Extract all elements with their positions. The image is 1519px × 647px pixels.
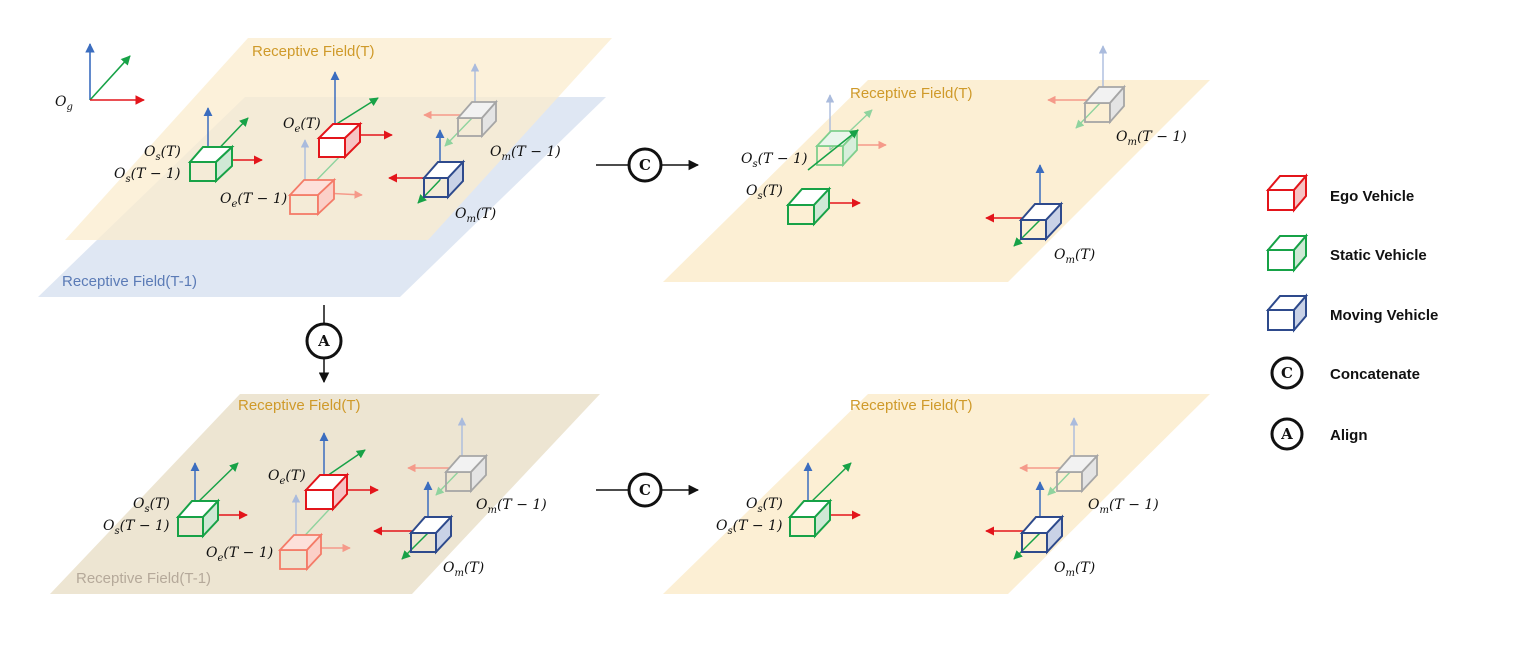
concatenate-operator-top: C xyxy=(596,147,700,183)
moving-vehicle-prev-4: Om(T − 1) xyxy=(1019,417,1159,516)
moving-t1-label-2: Om(T − 1) xyxy=(1116,129,1187,148)
panel-concat-before-align: Receptive Field(T) Os(T − 1) Os(T) xyxy=(663,45,1210,282)
ego-vehicle-3: Oe(T) xyxy=(268,432,379,512)
legend-concatenate-letter: C xyxy=(1281,364,1293,382)
moving-vehicle-3: Om(T) xyxy=(373,481,484,579)
blue-cube-icon xyxy=(1265,293,1309,333)
legend-label-align: Align xyxy=(1330,427,1368,444)
moving-vehicle-prev: Om(T − 1) xyxy=(423,63,561,163)
static-vehicle-2: Os(T) xyxy=(746,129,861,227)
moving-t-label-2: Om(T) xyxy=(1054,247,1095,266)
ego-t-label-3: Oe(T) xyxy=(268,468,306,487)
static-vehicle-4: Os(T) Os(T − 1) xyxy=(716,462,861,539)
green-cube-icon xyxy=(1265,233,1309,273)
receptive-field-t1-label-3: Receptive Field(T-1) xyxy=(76,570,211,587)
legend-align-letter: A xyxy=(1280,425,1293,443)
legend-label-concatenate: Concatenate xyxy=(1330,366,1420,383)
static-t-label-3: Os(T) xyxy=(133,496,170,515)
panel-after-align: Receptive Field(T) Receptive Field(T-1) … xyxy=(50,394,600,594)
receptive-field-t-label-4: Receptive Field(T) xyxy=(850,397,973,414)
static-t-label-2: Os(T) xyxy=(746,183,783,202)
align-icon: A xyxy=(1270,417,1304,451)
legend-label-static: Static Vehicle xyxy=(1330,247,1427,264)
static-vehicle: Os(T) Os(T − 1) xyxy=(114,107,263,185)
static-t-label: Os(T) xyxy=(144,144,181,163)
moving-t-label: Om(T) xyxy=(455,206,496,225)
receptive-field-t-label-3: Receptive Field(T) xyxy=(238,397,361,414)
receptive-field-t-plane-2 xyxy=(663,80,1210,282)
moving-t1-label-3: Om(T − 1) xyxy=(476,497,547,516)
moving-t-label-3: Om(T) xyxy=(443,560,484,579)
static-t1-label-2: Os(T − 1) xyxy=(741,151,807,170)
red-cube-icon xyxy=(1265,173,1309,213)
moving-t-label-4: Om(T) xyxy=(1054,560,1095,579)
legend: Ego Vehicle Static Vehicle Moving Vehicl… xyxy=(1265,173,1438,451)
ego-t1-label: Oe(T − 1) xyxy=(220,191,287,210)
moving-vehicle-prev-2: Om(T − 1) xyxy=(1047,45,1187,148)
ego-t-label: Oe(T) xyxy=(283,116,321,135)
moving-t1-label: Om(T − 1) xyxy=(490,144,561,163)
legend-item-ego: Ego Vehicle xyxy=(1265,173,1414,213)
receptive-field-t-plane-4 xyxy=(663,394,1210,594)
legend-item-align: A Align xyxy=(1270,417,1368,451)
moving-vehicle-prev-3: Om(T − 1) xyxy=(407,417,547,516)
concatenate-letter-2: C xyxy=(639,481,651,499)
moving-vehicle: Om(T) xyxy=(388,129,496,225)
static-vehicle-prev-2: Os(T − 1) xyxy=(741,94,887,170)
legend-label-ego: Ego Vehicle xyxy=(1330,188,1414,205)
ego-vehicle: Oe(T) xyxy=(283,71,393,160)
legend-label-moving: Moving Vehicle xyxy=(1330,307,1438,324)
moving-vehicle-4: Om(T) xyxy=(985,481,1095,579)
static-vehicle-3: Os(T) Os(T − 1) xyxy=(103,462,248,539)
receptive-field-t1-label: Receptive Field(T-1) xyxy=(62,273,197,290)
panel-before-align: Receptive Field(T) Receptive Field(T-1) … xyxy=(38,38,612,297)
legend-item-moving: Moving Vehicle xyxy=(1265,293,1438,333)
receptive-field-t-label-2: Receptive Field(T) xyxy=(850,85,973,102)
legend-item-concatenate: C Concatenate xyxy=(1270,356,1420,390)
concatenate-letter: C xyxy=(639,156,651,174)
ego-t1-label-3: Oe(T − 1) xyxy=(206,545,273,564)
moving-vehicle-2: Om(T) xyxy=(985,164,1095,266)
moving-t1-label-4: Om(T − 1) xyxy=(1088,497,1159,516)
align-operator: A xyxy=(305,305,343,384)
ego-vehicle-prev-3: Oe(T − 1) xyxy=(206,494,351,572)
static-t1-label: Os(T − 1) xyxy=(114,166,180,185)
panel-concat-after-align: Receptive Field(T) Os(T) Os(T − 1) xyxy=(663,394,1210,594)
axes-origin-label: Og xyxy=(55,94,73,113)
static-t1-label-4: Os(T − 1) xyxy=(716,518,782,537)
global-axes: Og xyxy=(55,43,145,113)
concatenate-operator-bottom: C xyxy=(596,472,700,508)
align-letter: A xyxy=(317,332,330,350)
legend-item-static: Static Vehicle xyxy=(1265,233,1427,273)
concatenate-icon: C xyxy=(1270,356,1304,390)
receptive-field-t-label: Receptive Field(T) xyxy=(252,43,375,60)
static-t1-label-3: Os(T − 1) xyxy=(103,518,169,537)
static-t-label-4: Os(T) xyxy=(746,496,783,515)
